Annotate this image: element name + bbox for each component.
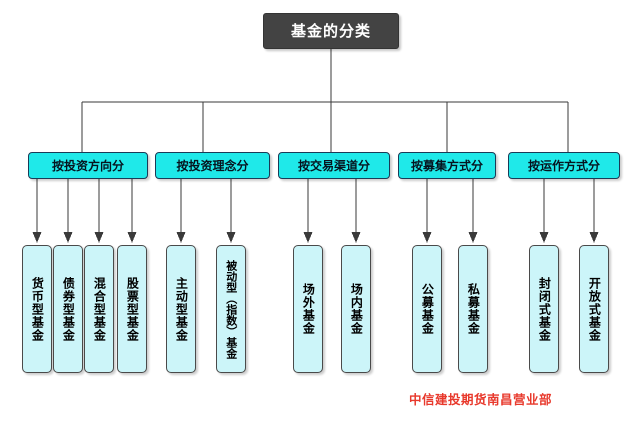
leaf-node-hybrid-fund: 混合型基金 (84, 245, 114, 373)
arrow-cat-5-leaf-1 (539, 179, 549, 243)
category-label: 按交易渠道分 (297, 158, 370, 173)
leaf-label: 封闭式基金 (537, 276, 552, 342)
leaf-node-private-placement-fund: 私募基金 (458, 245, 488, 373)
leaf-node-equity-fund: 股票型基金 (117, 245, 147, 373)
footer-branch-note: 中信建投期货南昌营业部 (409, 392, 553, 407)
leaf-node-bond-fund: 债券型基金 (53, 245, 83, 373)
arrow-cat-3-leaf-2 (351, 179, 361, 243)
arrow-cat-2-leaf-2 (226, 179, 236, 243)
arrow-cat-1-leaf-4 (127, 179, 137, 243)
leaf-label: 开放式基金 (587, 276, 602, 342)
leaf-label: 场内基金 (349, 283, 364, 335)
arrow-cat-1-leaf-1 (32, 179, 42, 243)
leaf-node-money-market-fund: 货币型基金 (22, 245, 52, 373)
leaf-label: 股票型基金 (125, 276, 140, 342)
root-node-fund-classification: 基金的分类 (263, 13, 399, 49)
arrow-cat-3-leaf-1 (303, 179, 313, 243)
category-label: 按募集方式分 (410, 158, 483, 173)
arrow-cat-5-leaf-2 (589, 179, 599, 243)
arrow-cat-1-leaf-3 (94, 179, 104, 243)
leaf-label: 私募基金 (466, 283, 481, 335)
category-label: 按运作方式分 (527, 158, 600, 173)
category-node-trading-channel: 按交易渠道分 (278, 152, 390, 179)
leaf-label: 债券型基金 (61, 276, 76, 342)
arrow-cat-4-leaf-1 (422, 179, 432, 243)
arrow-cat-2-leaf-1 (176, 179, 186, 243)
leaf-label: 货币型基金 (30, 276, 45, 342)
category-label: 按投资方向分 (51, 158, 124, 173)
leaf-label: 混合型基金 (92, 276, 107, 342)
leaf-node-otc-fund: 场外基金 (293, 245, 323, 373)
arrow-cat-4-leaf-2 (468, 179, 478, 243)
leaf-label: 主动型基金 (174, 276, 189, 342)
leaf-label: 场外基金 (301, 283, 316, 335)
category-label: 按投资理念分 (176, 158, 249, 173)
category-node-fundraising-method: 按募集方式分 (398, 152, 496, 179)
leaf-node-passive-index-fund: 被动型（指数）基金 (216, 245, 246, 373)
leaf-node-public-offering-fund: 公募基金 (412, 245, 442, 373)
leaf-node-active-fund: 主动型基金 (166, 245, 196, 373)
leaf-node-open-end-fund: 开放式基金 (579, 245, 609, 373)
leaf-node-closed-end-fund: 封闭式基金 (529, 245, 559, 373)
category-node-investment-direction: 按投资方向分 (28, 152, 148, 179)
category-node-operation-method: 按运作方式分 (508, 152, 620, 179)
root-node-label: 基金的分类 (290, 21, 371, 40)
leaf-node-exchange-traded-fund: 场内基金 (341, 245, 371, 373)
arrow-cat-1-leaf-2 (63, 179, 73, 243)
category-node-investment-philosophy: 按投资理念分 (155, 152, 270, 179)
leaf-label: 公募基金 (420, 283, 435, 335)
leaf-label: 被动型（指数）基金 (224, 259, 238, 359)
